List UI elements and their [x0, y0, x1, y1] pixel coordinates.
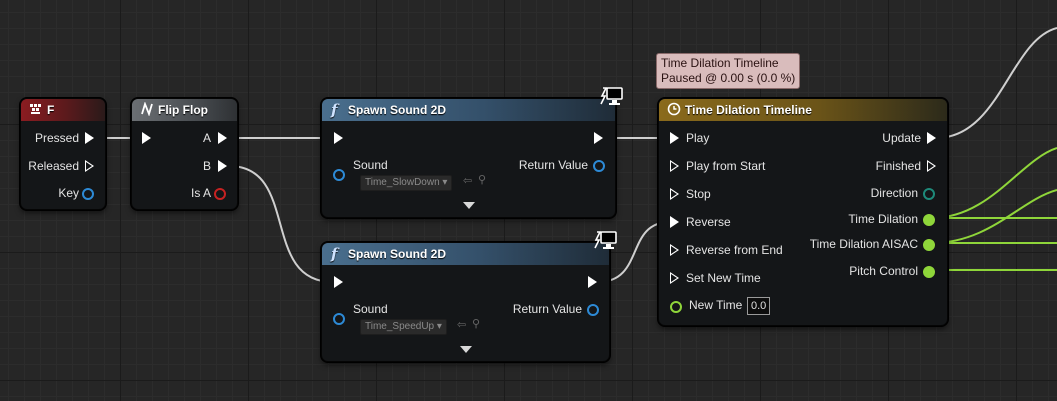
browse-asset-icon[interactable]: ⚲ [472, 318, 481, 330]
pin-reverse-exec[interactable] [670, 216, 679, 228]
spawn-sound-1-header[interactable]: f Spawn Sound 2D [322, 99, 615, 121]
pin-time-dilation-aisac-float[interactable] [923, 239, 935, 251]
pin-update-label: Update [882, 131, 921, 145]
flip-flop-node[interactable]: Flip Flop A B Is A [131, 98, 238, 210]
function-icon: f [331, 245, 338, 263]
flip-flop-exec-in[interactable] [142, 132, 151, 144]
pin-b-label: B [202, 159, 211, 173]
function-icon: f [331, 101, 338, 119]
new-time-input[interactable]: 0.0 [747, 297, 771, 315]
spawn-sound-1-sound-pin[interactable] [333, 169, 345, 181]
pin-reverse-from-end-label: Reverse from End [686, 243, 783, 257]
pin-a-label: A [202, 131, 211, 145]
spawn-sound-2-exec-in[interactable] [334, 276, 343, 288]
exec-wire-b-to-spawn2 [228, 165, 334, 283]
pin-play-from-start-exec[interactable] [670, 160, 679, 172]
tooltip-title: Time Dilation Timeline [661, 56, 779, 70]
tooltip-status: Paused @ 0.00 s (0.0 %) [661, 71, 796, 85]
pin-pressed-exec[interactable] [85, 132, 94, 144]
pin-direction-enum[interactable] [923, 188, 935, 200]
browse-asset-icon[interactable]: ⚲ [478, 174, 487, 186]
exec-wire-spawn2-to-reverse [597, 221, 671, 283]
float-wire-aisac-branch [931, 189, 1057, 244]
keyboard-icon [30, 104, 41, 114]
key-f-title: F [47, 103, 55, 117]
pin-b-exec[interactable] [218, 160, 227, 172]
pin-play-exec[interactable] [670, 132, 679, 144]
pin-released-label: Released [28, 159, 79, 173]
time-dilation-timeline-node[interactable]: Time Dilation Timeline Play Play from St… [658, 98, 948, 326]
spawn-sound-2d-node-1[interactable]: f Spawn Sound 2D Sound Time_SlowDown ▾ ⇦… [321, 98, 616, 218]
spawn-sound-2-return-pin[interactable] [587, 304, 599, 316]
float-wire-time-dilation-branch [931, 147, 1057, 219]
pin-stop-label: Stop [686, 187, 711, 201]
clock-icon [667, 102, 681, 116]
use-asset-arrow-icon[interactable]: ⇦ [457, 319, 467, 331]
spawn-sound-1-sound-label: Sound [353, 158, 388, 172]
expand-chevron-icon[interactable] [463, 202, 475, 209]
exec-wire-update-out [935, 27, 1057, 139]
spawn-sound-1-return-label: Return Value [518, 158, 588, 172]
timeline-header[interactable]: Time Dilation Timeline [659, 99, 947, 121]
pin-reverse-label: Reverse [686, 215, 731, 229]
pin-stop-exec[interactable] [670, 188, 679, 200]
pin-direction-label: Direction [870, 186, 918, 200]
pin-update-exec[interactable] [927, 132, 936, 144]
pin-time-dilation-label: Time Dilation [848, 212, 918, 226]
spawn-sound-1-exec-out[interactable] [594, 132, 603, 144]
spawn-sound-1-sound-value: Time_SlowDown [365, 177, 440, 188]
spawn-sound-2-sound-label: Sound [353, 302, 388, 316]
pin-play-label: Play [686, 131, 710, 145]
spawn-sound-2-sound-pin[interactable] [333, 313, 345, 325]
pin-play-from-start-label: Play from Start [686, 159, 766, 173]
spawn-sound-2-title: Spawn Sound 2D [348, 247, 447, 261]
flip-flop-icon [141, 102, 153, 116]
spawn-sound-1-exec-in[interactable] [334, 132, 343, 144]
spawn-sound-2-sound-value: Time_SpeedUp [365, 321, 435, 332]
expand-chevron-icon[interactable] [460, 346, 472, 353]
key-f-header[interactable]: F [21, 99, 105, 121]
pin-pitch-control-float[interactable] [923, 266, 935, 278]
pin-pressed-label: Pressed [34, 131, 79, 145]
flip-flop-title: Flip Flop [158, 103, 208, 117]
spawn-sound-2-exec-out[interactable] [588, 276, 597, 288]
use-asset-arrow-icon[interactable]: ⇦ [463, 175, 473, 187]
spawn-sound-2d-node-2[interactable]: f Spawn Sound 2D Sound Time_SpeedUp ▾ ⇦ … [321, 242, 610, 362]
pin-reverse-from-end-exec[interactable] [670, 244, 679, 256]
pin-set-new-time-exec[interactable] [670, 272, 679, 284]
pin-is-a-label: Is A [190, 186, 211, 200]
pin-new-time-label: New Time [689, 298, 743, 312]
timeline-status-tooltip: Time Dilation Timeline Paused @ 0.00 s (… [656, 53, 801, 89]
pin-released-exec[interactable] [85, 160, 94, 172]
timeline-title: Time Dilation Timeline [685, 103, 812, 117]
spawn-sound-2-return-label: Return Value [512, 302, 582, 316]
spawn-sound-1-sound-combo[interactable]: Time_SlowDown ▾ [360, 175, 453, 191]
spawn-sound-1-title: Spawn Sound 2D [348, 103, 447, 117]
spawn-sound-1-return-pin[interactable] [593, 160, 605, 172]
spawn-sound-2-header[interactable]: f Spawn Sound 2D [322, 243, 609, 265]
pin-time-dilation-aisac-label: Time Dilation AISAC [809, 237, 918, 251]
pin-is-a-bool[interactable] [214, 188, 226, 200]
pin-set-new-time-label: Set New Time [686, 271, 761, 285]
monitor-icon [594, 231, 617, 249]
spawn-sound-2-sound-combo[interactable]: Time_SpeedUp ▾ [360, 319, 447, 335]
pin-new-time-float[interactable] [670, 301, 682, 313]
flip-flop-header[interactable]: Flip Flop [132, 99, 237, 121]
pin-pitch-control-label: Pitch Control [849, 264, 918, 278]
pin-key-label: Key [58, 186, 79, 200]
pin-a-exec[interactable] [218, 132, 227, 144]
pin-key-struct[interactable] [82, 188, 94, 200]
pin-finished-exec[interactable] [927, 160, 936, 172]
key-f-node[interactable]: F Pressed Released Key [20, 98, 106, 210]
pin-time-dilation-float[interactable] [923, 214, 935, 226]
monitor-icon [600, 87, 623, 105]
pin-finished-label: Finished [875, 159, 921, 173]
